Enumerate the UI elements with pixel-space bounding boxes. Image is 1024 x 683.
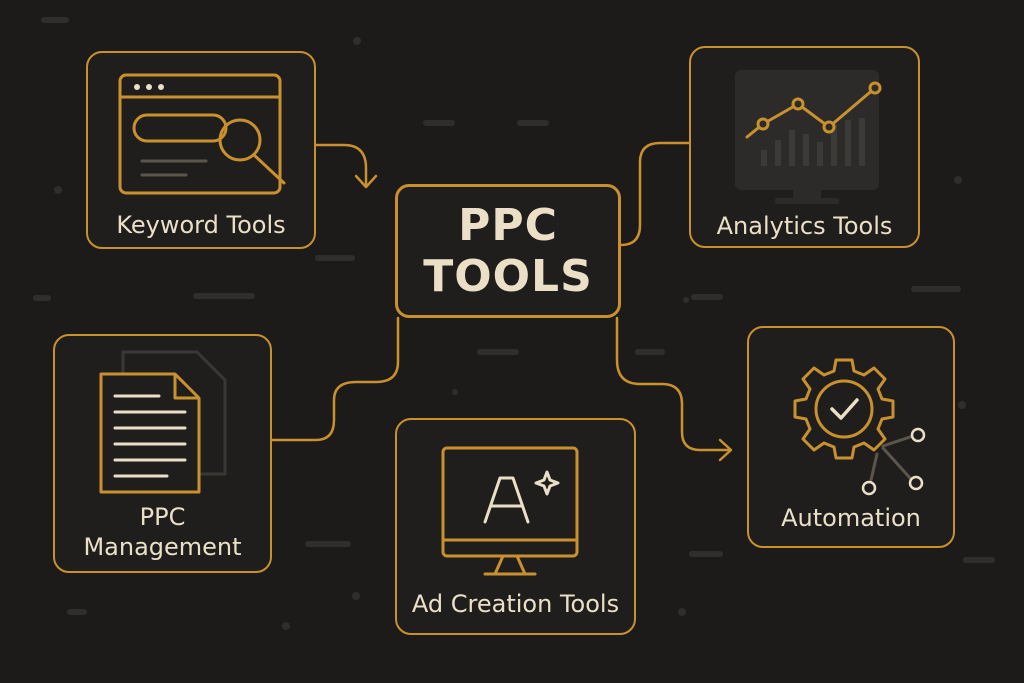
node-analytics-tools: Analytics Tools [689, 46, 920, 248]
connector-management [270, 316, 400, 442]
node-automation-label: Automation [781, 504, 921, 532]
background-decor [33, 17, 995, 615]
node-keyword-label: Keyword Tools [116, 211, 286, 239]
node-ad-creation-label: Ad Creation Tools [411, 590, 620, 618]
node-management-label-line2: Management [83, 533, 242, 561]
node-ad-creation-tools: Ad Creation Tools [395, 418, 636, 635]
connector-automation [615, 316, 732, 452]
center-node: PPC TOOLS [395, 184, 621, 318]
arrow-head-keyword [354, 174, 378, 189]
center-title-line2: TOOLS [423, 251, 593, 302]
arrow-head-automation [718, 438, 733, 462]
background-dots [54, 37, 966, 630]
node-automation: Automation [747, 326, 955, 548]
browser-search-icon [118, 73, 286, 195]
gear-check-icon [793, 358, 926, 496]
monitor-text-icon [441, 446, 579, 576]
connector-keyword [314, 143, 368, 188]
node-keyword-tools: Keyword Tools [86, 51, 316, 249]
connector-analytics [619, 141, 691, 247]
node-management-label-line1: PPC [139, 503, 186, 531]
node-analytics-label: Analytics Tools [716, 212, 893, 240]
document-icon [99, 350, 227, 494]
center-title-line1: PPC [458, 200, 558, 251]
line-chart-monitor-icon [735, 70, 882, 204]
node-ppc-management: PPC Management [53, 334, 272, 573]
